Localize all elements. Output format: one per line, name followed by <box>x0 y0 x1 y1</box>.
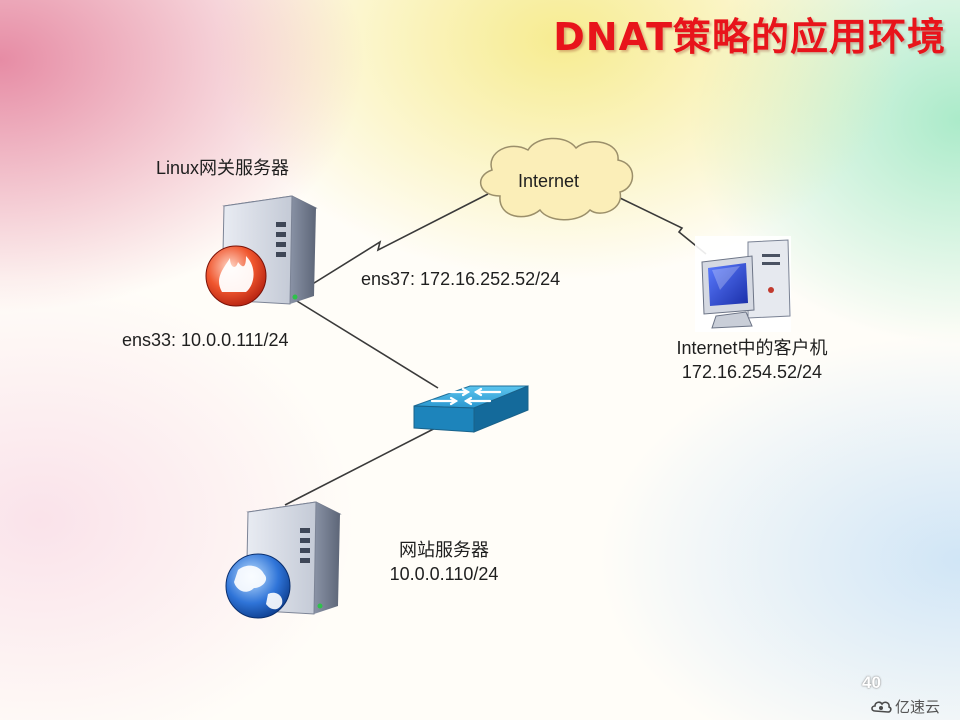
web-server-icon <box>225 501 342 619</box>
watermark-text: 亿速云 <box>895 697 941 716</box>
network-switch-icon <box>413 385 529 433</box>
watermark: 亿速云 <box>870 696 940 716</box>
link-gateway-switch <box>291 297 439 389</box>
page-number: 40 <box>862 673 881 692</box>
gateway-ens37-label: ens37: 172.16.252.52/24 <box>361 269 561 289</box>
client-name: Internet中的客户机 <box>676 338 828 358</box>
webserver-label: 网站服务器 10.0.0.110/24 <box>376 538 512 586</box>
client-label: Internet中的客户机 172.16.254.52/24 <box>660 336 844 384</box>
webserver-ip: 10.0.0.110/24 <box>389 564 499 584</box>
cloud-label: Internet <box>518 171 580 191</box>
gateway-ens33-label: ens33: 10.0.0.111/24 <box>122 330 289 350</box>
cloud-icon <box>480 137 634 221</box>
slide-title: DNAT策略的应用环境 <box>553 15 946 59</box>
webserver-name: 网站服务器 <box>399 540 489 560</box>
link-internet-client <box>619 197 707 255</box>
yisu-cloud-logo-icon <box>871 701 892 713</box>
link-switch-webserver <box>284 417 456 506</box>
gateway-label: Linux网关服务器 <box>156 158 290 178</box>
desktop-computer-icon <box>695 236 791 332</box>
link-gateway-internet <box>289 193 489 299</box>
firewall-server-icon <box>205 195 318 307</box>
client-ip: 172.16.254.52/24 <box>681 362 823 382</box>
connection-lines <box>284 193 707 506</box>
